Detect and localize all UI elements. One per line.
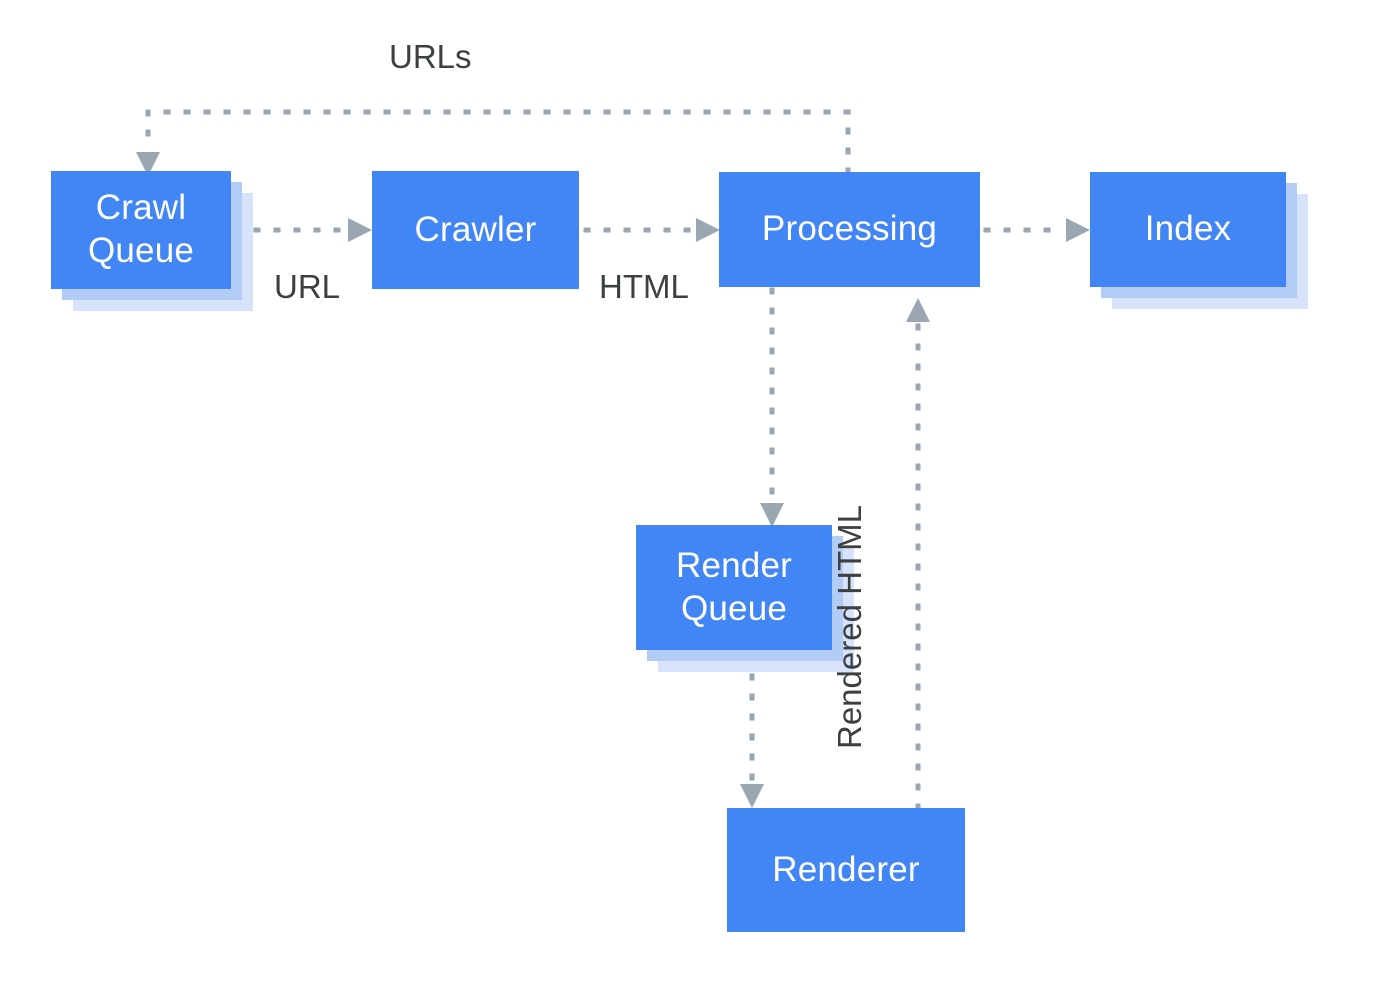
node-renderer-label: Renderer <box>727 808 965 932</box>
edge-url <box>253 218 372 242</box>
node-processing[interactable]: Processing <box>719 172 980 287</box>
edge-label-rendered-html: Rendered HTML <box>831 505 868 749</box>
edge-html <box>583 218 720 242</box>
node-crawl-queue[interactable]: Crawl Queue <box>51 171 253 311</box>
node-processing-label: Processing <box>719 172 980 287</box>
node-index[interactable]: Index <box>1090 172 1308 309</box>
edge-label-html: HTML <box>599 268 689 305</box>
node-crawl-queue-label: Crawl Queue <box>51 171 231 289</box>
edge-to-renderer <box>740 673 764 808</box>
node-render-queue-label: Render Queue <box>636 525 832 650</box>
node-renderer[interactable]: Renderer <box>727 808 965 932</box>
node-render-queue[interactable]: Render Queue <box>636 525 854 672</box>
edge-rendered-html <box>906 298 930 811</box>
edge-urls-feedback <box>136 109 851 176</box>
edge-label-url: URL <box>274 268 341 305</box>
node-index-label: Index <box>1090 172 1286 287</box>
edge-to-render-queue <box>760 287 784 527</box>
edge-label-urls: URLs <box>389 38 472 75</box>
node-crawler-label: Crawler <box>372 171 579 289</box>
node-crawler[interactable]: Crawler <box>372 171 579 289</box>
edge-to-index <box>983 218 1090 242</box>
